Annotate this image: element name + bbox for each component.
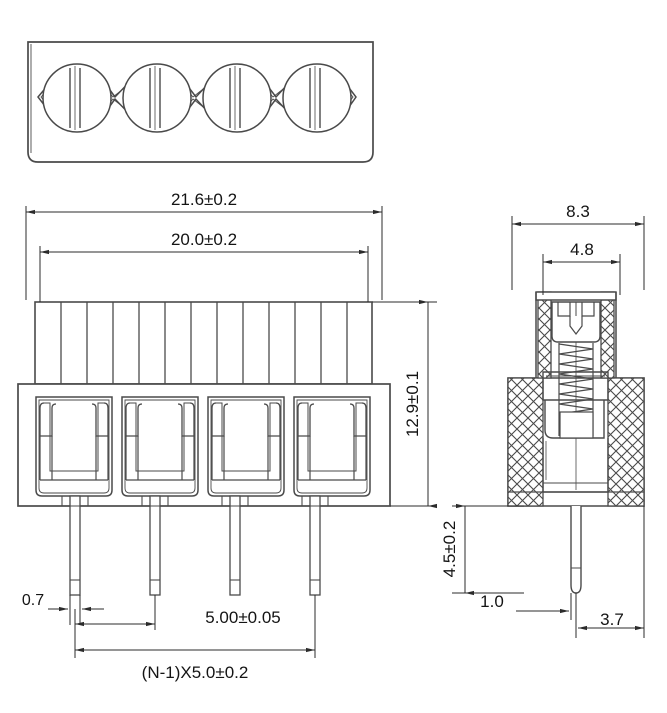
top-view-screw-1 (42, 63, 112, 133)
side-view-pin (570, 506, 582, 594)
top-view-screw-4 (282, 63, 352, 133)
side-view-tower-cap (535, 291, 617, 301)
side-view-tower-wall-left (537, 291, 552, 379)
side-view-hatch-left (507, 377, 544, 507)
front-view-pin-1 (61, 495, 89, 596)
front-view-terminal-2 (121, 396, 199, 497)
dim-pin-to-edge-text: 3.7 (600, 610, 624, 629)
top-view-screw-2 (122, 63, 192, 133)
dim-side-width-text: 8.3 (566, 202, 590, 221)
front-view-ribbed-body (34, 301, 373, 385)
side-view-tower-wall-right (600, 291, 615, 379)
top-view (27, 41, 374, 163)
front-view-terminal-1 (35, 396, 113, 497)
front-view-pin-3 (221, 495, 249, 596)
front-view-dimensions: 21.6±0.2 20.0±0.2 12.9±0.1 0.7 5.00±0.05… (22, 190, 437, 682)
front-view-pins (61, 495, 329, 596)
dim-height-text: 12.9±0.1 (403, 371, 422, 437)
dim-overall-length-text: 21.6±0.2 (171, 190, 237, 209)
side-view (507, 291, 645, 594)
dim-pin-thickness-text: 0.7 (22, 592, 44, 609)
dim-inner-width-text: 4.8 (570, 240, 594, 259)
dim-pin-offset-text: 1.0 (480, 592, 504, 611)
front-view-terminal-4 (293, 396, 371, 497)
side-view-screw-head (551, 301, 601, 343)
top-view-housing-outline (27, 41, 374, 163)
front-view-terminal-3 (207, 396, 285, 497)
side-view-hatch-right (607, 377, 645, 507)
dim-pin-length-text: 4.5±0.2 (440, 521, 459, 578)
front-view (17, 301, 391, 596)
side-view-dimensions: 8.3 4.8 4.5±0.2 1.0 3.7 (440, 202, 645, 638)
dim-body-length-text: 20.0±0.2 (171, 230, 237, 249)
dim-pitch-text: 5.00±0.05 (205, 608, 281, 627)
top-view-screw-3 (202, 63, 272, 133)
front-view-ribs (60, 302, 348, 384)
dim-total-pitch-text: (N-1)X5.0±0.2 (142, 663, 249, 682)
